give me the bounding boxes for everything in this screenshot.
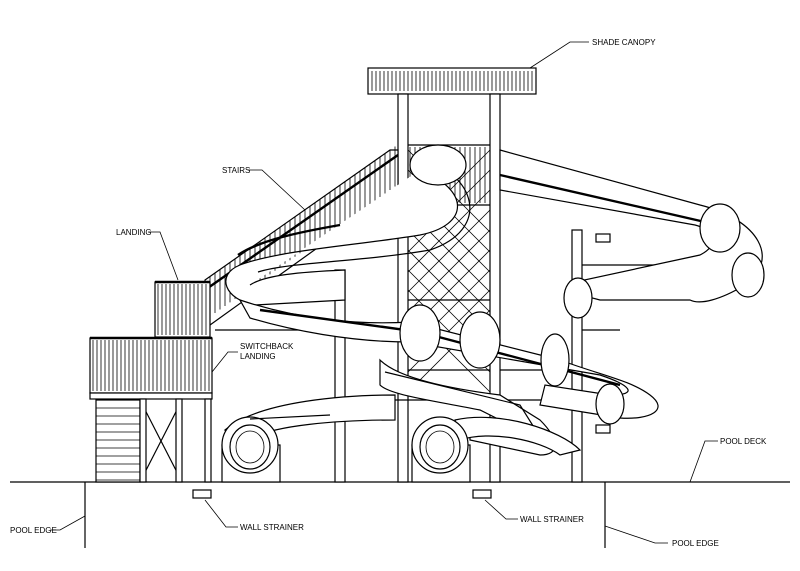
exit-tube-left bbox=[221, 414, 331, 483]
label-stairs: STAIRS bbox=[222, 166, 250, 175]
slide-tubes bbox=[221, 144, 765, 483]
label-wall-strainer-left: WALL STRAINER bbox=[240, 523, 304, 532]
label-pool-edge-left: POOL EDGE bbox=[10, 526, 57, 535]
label-shade-canopy: SHADE CANOPY bbox=[592, 38, 656, 47]
callouts: SHADE CANOPY STAIRS LANDING SWITCHBACK L… bbox=[10, 38, 767, 548]
switchback-landing bbox=[89, 336, 213, 483]
hatch-line bbox=[407, 209, 491, 293]
hatch-line bbox=[407, 229, 491, 313]
wall-strainer-right bbox=[472, 489, 492, 499]
landing-platform bbox=[154, 280, 398, 338]
label-switchback-landing: LANDING bbox=[240, 352, 276, 361]
label-pool-edge-right: POOL EDGE bbox=[672, 539, 719, 548]
label-switchback: SWITCHBACK bbox=[240, 342, 294, 351]
label-landing: LANDING bbox=[116, 228, 152, 237]
label-wall-strainer-right: WALL STRAINER bbox=[520, 515, 584, 524]
wall-strainer-left bbox=[192, 489, 212, 499]
label-pool-deck: POOL DECK bbox=[720, 437, 767, 446]
hatch-line bbox=[407, 189, 491, 273]
shade-canopy bbox=[367, 67, 537, 95]
exit-tube-right bbox=[411, 416, 471, 483]
